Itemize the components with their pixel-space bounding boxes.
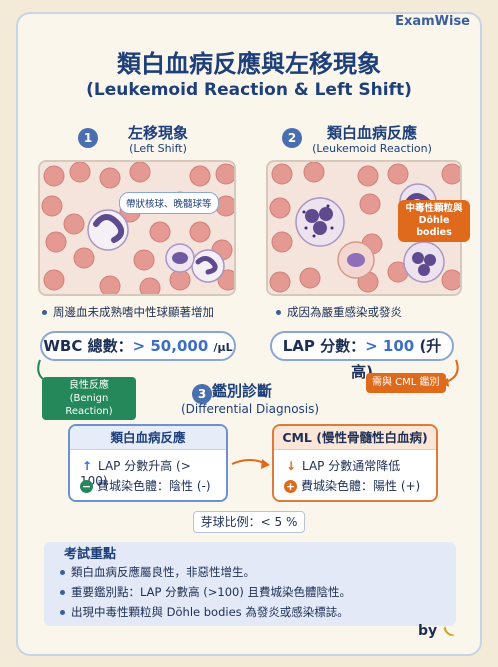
bullet-dot-icon xyxy=(60,590,65,595)
leukemoid-box-title: 類白血病反應 xyxy=(70,426,226,450)
section-2-bullet: 成因為嚴重感染或發炎 xyxy=(276,304,402,320)
left-shift-callout: 帶狀核球、晚髓球等 xyxy=(119,192,219,214)
leukemoid-comparison-box: 類白血病反應 ↑LAP 分數升高 (> 100) −費城染色體：陰性 (-) xyxy=(68,424,228,502)
cml-lap-row: ↓LAP 分數通常降低 xyxy=(285,459,401,473)
bullet-dot-icon xyxy=(42,310,47,315)
arrow-up-icon: ↑ xyxy=(81,459,93,473)
section-3-title: 鑑別診斷 xyxy=(212,382,273,400)
section-2-subtitle: (Leukemoid Reaction) xyxy=(312,142,432,155)
blast-ratio-label: 芽球比例：< 5 % xyxy=(193,511,305,533)
lap-score-pill: LAP 分數：> 100 (升高) xyxy=(270,331,454,381)
section-2-number: 2 xyxy=(282,128,302,148)
exam-key-points: 考試重點 類白血病反應屬良性，非惡性增生。 重要鑑別點：LAP 分數高 (>10… xyxy=(44,542,456,626)
byline: by xyxy=(418,623,456,639)
cml-differential-tag: 需與 CML 鑑別 xyxy=(366,373,446,393)
exam-item: 出現中毒性顆粒與 Döhle bodies 為發炎或感染標誌。 xyxy=(60,604,349,620)
minus-circle-icon: − xyxy=(80,480,93,493)
bullet-dot-icon xyxy=(60,570,65,575)
section-1-subtitle: (Left Shift) xyxy=(129,142,187,155)
blood-smear-illustration xyxy=(41,162,234,294)
section-1-title: 左移現象 xyxy=(127,124,188,142)
leukemoid-lap-row: ↑LAP 分數升高 (> 100) xyxy=(80,459,191,488)
toxic-granules-callout: 中毒性顆粒與 Döhle bodies xyxy=(398,200,470,242)
section-3-subtitle: (Differential Diagnosis) xyxy=(180,402,320,416)
bullet-dot-icon xyxy=(60,610,65,615)
exam-title: 考試重點 xyxy=(64,547,117,562)
cml-box-title: CML (慢性骨髓性白血病) xyxy=(274,426,436,450)
section-3-number: 3 xyxy=(192,384,212,404)
banana-logo-icon xyxy=(443,625,455,636)
arrow-down-icon: ↓ xyxy=(285,459,297,473)
wbc-count-pill: WBC 總數：> 50,000 /µL xyxy=(40,331,236,361)
page-title: 類白血病反應與左移現象 xyxy=(117,50,381,78)
section-1-number: 1 xyxy=(78,128,98,148)
left-shift-blood-smear xyxy=(38,160,236,296)
section-2-title: 類白血病反應 xyxy=(326,124,417,142)
cml-comparison-box: CML (慢性骨髓性白血病) ↓LAP 分數通常降低 +費城染色體：陽性 (+) xyxy=(272,424,438,502)
cml-philadelphia-row: +費城染色體：陽性 (+) xyxy=(284,479,421,493)
leukemoid-philadelphia-row: −費城染色體：陰性 (-) xyxy=(80,479,211,493)
brand-label: ExamWise xyxy=(395,14,470,29)
section-1-bullet: 周邊血未成熟嗜中性球顯著增加 xyxy=(42,304,214,320)
plus-circle-icon: + xyxy=(284,480,297,493)
page-subtitle: (Leukemoid Reaction & Left Shift) xyxy=(86,80,412,100)
exam-item: 重要鑑別點：LAP 分數高 (>100) 且費城染色體陰性。 xyxy=(60,584,351,600)
exam-item: 類白血病反應屬良性，非惡性增生。 xyxy=(60,564,255,580)
benign-reaction-tag: 良性反應 (Benign Reaction) xyxy=(42,377,136,420)
bullet-dot-icon xyxy=(276,310,281,315)
